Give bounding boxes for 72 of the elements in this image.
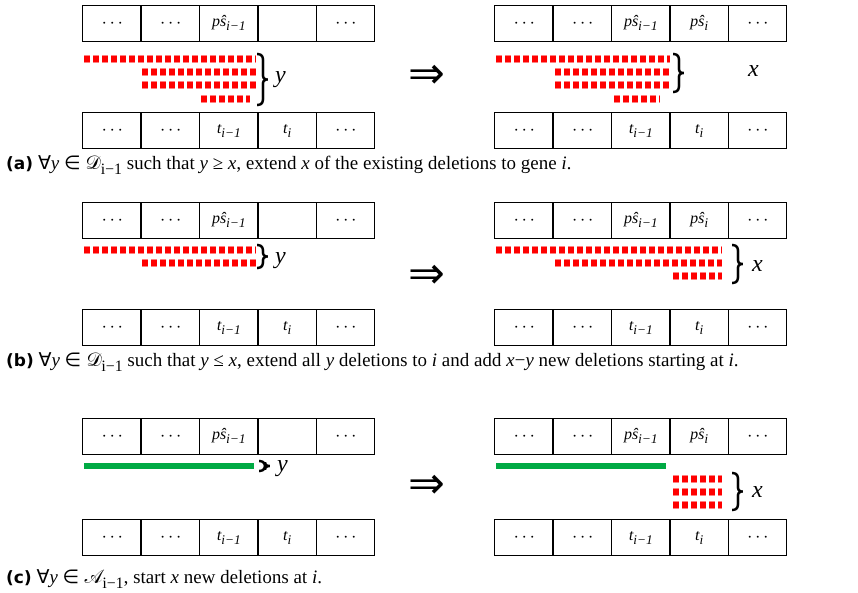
gene-cell: pŝ$_{i−1}$ (198, 5, 259, 42)
gene-cell: · · · (316, 202, 376, 239)
gene-cell: · · · (494, 202, 554, 239)
gene-cell: t$_{i}$ (257, 309, 318, 346)
gene-cell: · · · (82, 418, 142, 455)
gene-cell: · · · (728, 519, 788, 556)
gene-cell: · · · (552, 309, 612, 346)
gene-cell: · · · (82, 309, 142, 346)
figure-caption: (b) ∀y ∈ 𝒟$_{i−1}$ such that y ≤ x, extend all y deletions to i and add x−y new deletions starting at i. (6, 349, 740, 377)
gene-cell: · · · (140, 309, 200, 346)
gene-cell: · · · (552, 112, 612, 149)
gene-cell: · · · (82, 5, 142, 42)
gene-cell: · · · (728, 309, 788, 346)
gene-cell: t$_{i−1}$ (198, 112, 259, 149)
gene-cell: pŝ$_{i−1}$ (198, 202, 259, 239)
gene-cell: · · · (82, 202, 142, 239)
implies-symbol: ⇒ (408, 462, 445, 506)
implies-symbol: ⇒ (408, 252, 445, 296)
gene-cell: t$_{i}$ (669, 519, 730, 556)
figure-caption: (a) ∀y ∈ 𝒟$_{i−1}$ such that y ≥ x, extend x of the existing deletions to gene i. (6, 152, 572, 180)
gene-cell: · · · (316, 112, 376, 149)
gene-cell: · · · (494, 112, 554, 149)
gene-cell: pŝ$_{i−1}$ (198, 418, 259, 455)
variable-label: y (275, 62, 286, 89)
gene-cell: · · · (140, 519, 200, 556)
gene-cell: t$_{i−1}$ (610, 519, 671, 556)
gene-cell: pŝ$_{i}$ (669, 418, 730, 455)
variable-label: y (275, 243, 286, 270)
gene-cell: · · · (728, 418, 788, 455)
empty-cell (257, 418, 318, 455)
gene-cell: pŝ$_{i}$ (669, 5, 730, 42)
gene-cell: · · · (316, 418, 376, 455)
gene-cell: · · · (82, 519, 142, 556)
gene-cell: · · · (728, 5, 788, 42)
gene-cell: pŝ$_{i−1}$ (610, 202, 671, 239)
gene-cell: · · · (552, 5, 612, 42)
gene-cell: pŝ$_{i}$ (669, 202, 730, 239)
figure-caption: (c) ∀y ∈ 𝒜$_{i−1}$, start x new deletions at i. (6, 566, 323, 593)
gene-cell: · · · (552, 418, 612, 455)
gene-cell: t$_{i}$ (257, 112, 318, 149)
gene-cell: · · · (494, 309, 554, 346)
implies-symbol: ⇒ (408, 52, 445, 96)
gene-cell: · · · (728, 202, 788, 239)
gene-cell: · · · (728, 112, 788, 149)
variable-label: x (748, 56, 759, 83)
gene-cell: · · · (140, 5, 200, 42)
gene-cell: t$_{i−1}$ (198, 519, 259, 556)
gene-cell: t$_{i}$ (669, 112, 730, 149)
gene-cell: · · · (494, 5, 554, 42)
gene-cell: t$_{i}$ (669, 309, 730, 346)
gene-cell: · · · (552, 519, 612, 556)
gene-cell: · · · (316, 309, 376, 346)
gene-cell: · · · (494, 418, 554, 455)
gene-cell: · · · (140, 202, 200, 239)
gene-cell: · · · (140, 418, 200, 455)
gene-cell: pŝ$_{i−1}$ (610, 418, 671, 455)
gene-cell: · · · (316, 519, 376, 556)
gene-cell: · · · (552, 202, 612, 239)
gene-cell: t$_{i}$ (257, 519, 318, 556)
gene-cell: t$_{i−1}$ (198, 309, 259, 346)
gene-cell: t$_{i−1}$ (610, 112, 671, 149)
empty-cell (257, 5, 318, 42)
gene-cell: pŝ$_{i−1}$ (610, 5, 671, 42)
empty-cell (257, 202, 318, 239)
gene-cell: t$_{i−1}$ (610, 309, 671, 346)
gene-cell: · · · (316, 5, 376, 42)
gene-cell: · · · (140, 112, 200, 149)
gene-cell: · · · (82, 112, 142, 149)
variable-label: x (752, 251, 763, 278)
variable-label: x (752, 477, 763, 504)
variable-label: y (277, 451, 288, 478)
gene-cell: · · · (494, 519, 554, 556)
